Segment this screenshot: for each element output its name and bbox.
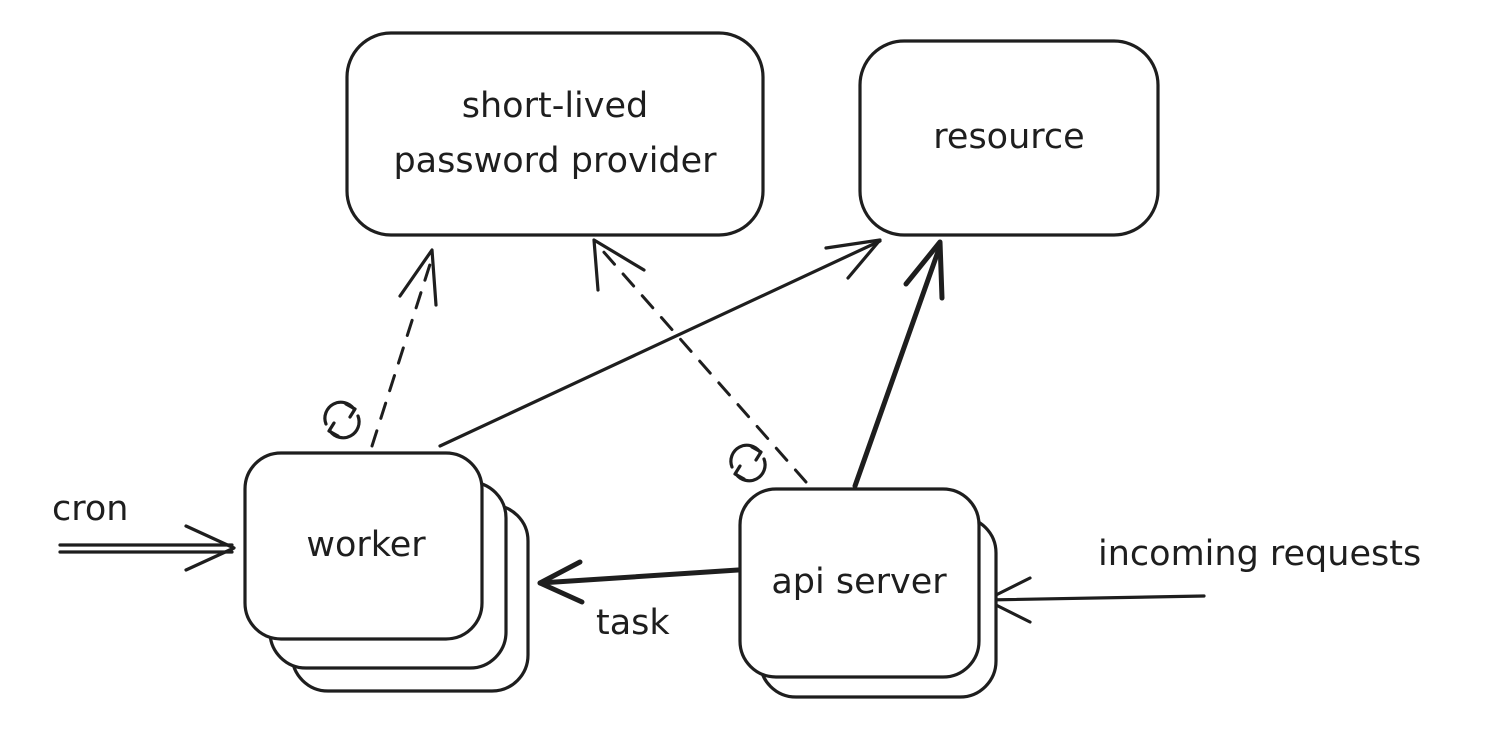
refresh-icon: [729, 443, 767, 483]
incoming-requests-label: incoming requests: [1098, 534, 1421, 574]
resource-label: resource: [933, 117, 1084, 157]
edge-worker-to-password-provider: [370, 248, 438, 448]
edge-api-server-to-worker: [537, 559, 741, 605]
node-api-server: api server: [738, 487, 998, 699]
worker-label: worker: [306, 525, 426, 565]
password-provider-line2: password provider: [393, 141, 717, 181]
node-resource: resource: [858, 39, 1160, 237]
refresh-icon: [323, 400, 361, 440]
task-label: task: [596, 603, 670, 643]
node-worker: worker: [243, 451, 530, 693]
api-server-label: api server: [771, 562, 947, 602]
edge-api-server-to-resource: [852, 239, 945, 489]
node-password-provider: short-lived password provider: [345, 31, 765, 237]
edge-cron-to-worker: [58, 524, 236, 572]
password-provider-line1: short-lived: [462, 86, 648, 126]
edge-api-server-to-password-provider: [592, 238, 808, 484]
edge-incoming-to-api-server: [984, 576, 1206, 624]
edge-worker-to-resource: [438, 238, 882, 448]
cron-label: cron: [52, 489, 128, 529]
